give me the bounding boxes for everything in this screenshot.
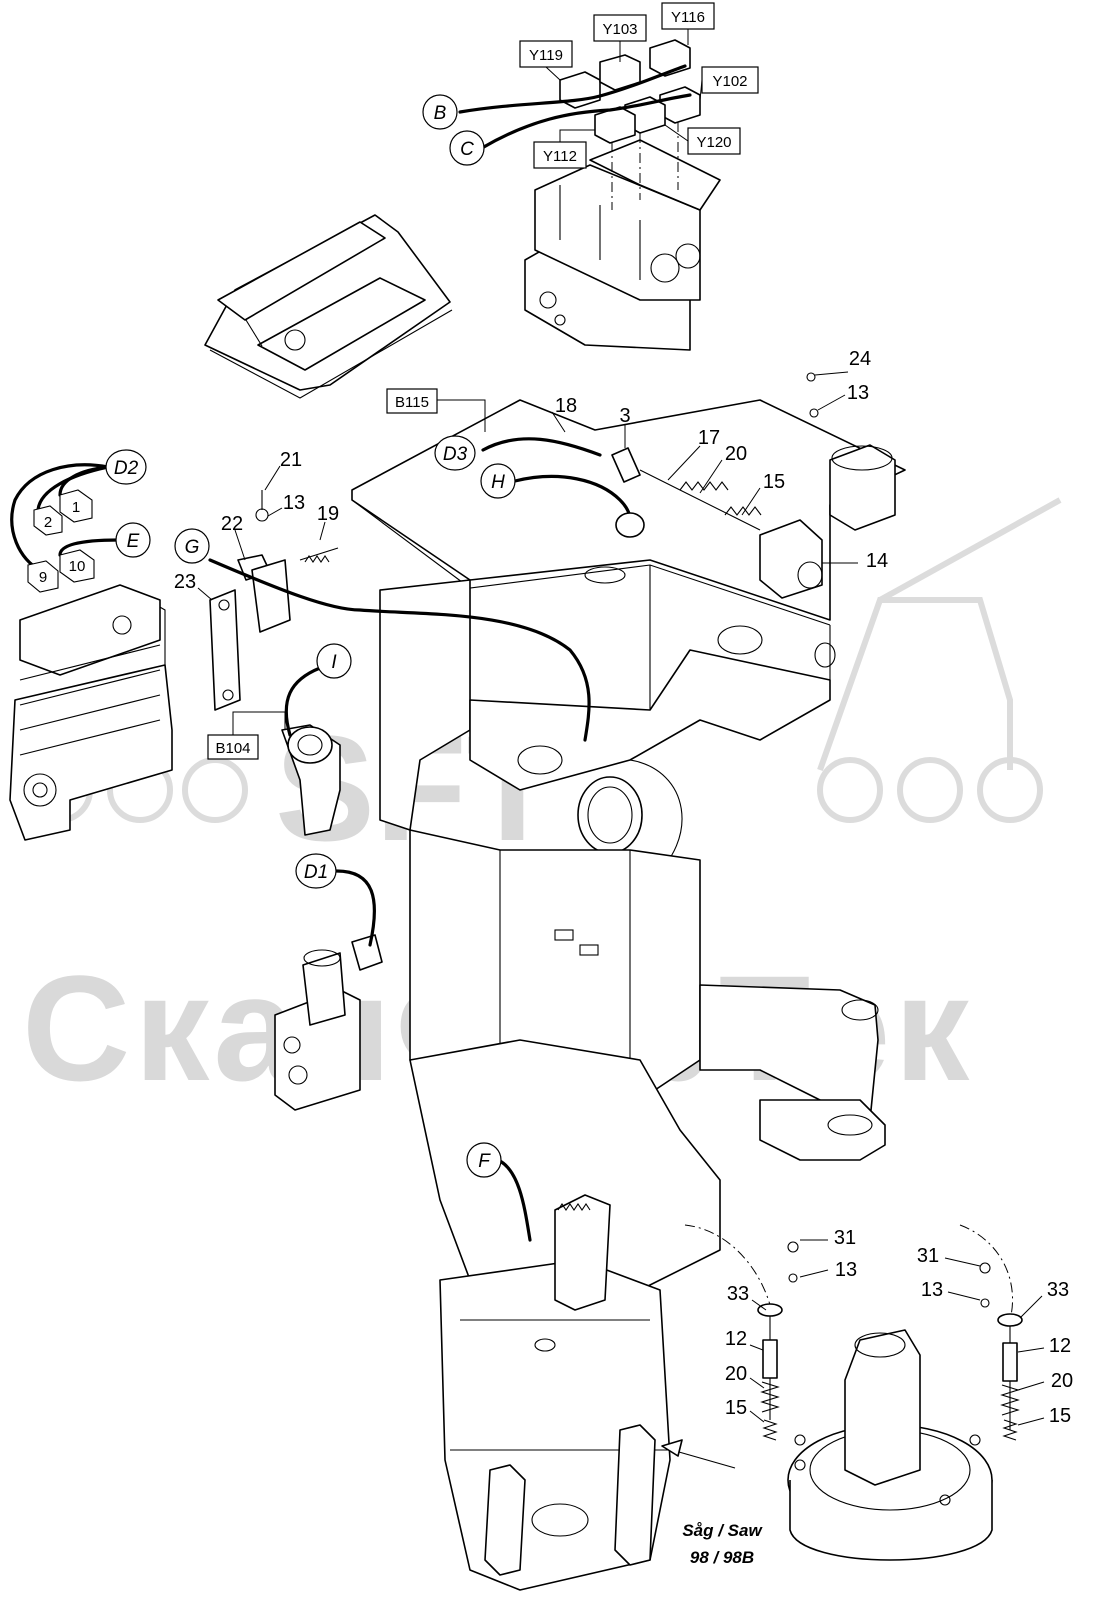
conn-h: H xyxy=(480,463,516,499)
svg-text:10: 10 xyxy=(69,558,86,575)
label-15: 15 xyxy=(763,471,785,493)
plug-tag-10: 10 xyxy=(59,549,95,583)
box-b115: B115 xyxy=(386,388,486,432)
box-y119: Y119 xyxy=(519,40,573,81)
label-13: 13 xyxy=(847,382,869,404)
label-20: 20 xyxy=(1051,1370,1073,1392)
svg-text:Y112: Y112 xyxy=(543,148,577,165)
label-20: 20 xyxy=(725,443,747,465)
control-unit xyxy=(204,214,453,399)
cable-i xyxy=(284,666,322,737)
box-y102: Y102 xyxy=(699,66,759,101)
conn-i: I xyxy=(316,643,352,679)
svg-text:C: C xyxy=(460,139,474,160)
label-18: 18 xyxy=(555,395,577,417)
cable-d2 xyxy=(10,463,110,572)
coil-y102 xyxy=(659,86,701,124)
left-valve-bank xyxy=(9,584,173,841)
label-14: 14 xyxy=(866,550,888,572)
svg-text:B115: B115 xyxy=(395,394,429,411)
label-12: 12 xyxy=(1049,1335,1071,1357)
cable-f xyxy=(496,1158,532,1242)
label-24: 24 xyxy=(849,348,871,370)
d1-valve xyxy=(274,934,383,1111)
svg-text:Y120: Y120 xyxy=(696,134,731,151)
plug-tag-1: 1 xyxy=(59,489,93,523)
part-labels: 24 13 18 3 17 20 15 14 21 13 19 22 23 31… xyxy=(174,348,1073,1427)
cable-e xyxy=(58,538,120,557)
svg-text:2: 2 xyxy=(44,514,52,531)
cable-d2-c xyxy=(36,465,110,512)
svg-text:B104: B104 xyxy=(215,740,250,757)
svg-text:I: I xyxy=(331,652,337,673)
label-22: 22 xyxy=(221,513,243,535)
cable-d3 xyxy=(481,437,602,457)
label-13: 13 xyxy=(921,1279,943,1301)
svg-text:9: 9 xyxy=(39,569,47,586)
svg-text:1: 1 xyxy=(72,499,80,516)
svg-text:Y103: Y103 xyxy=(602,21,637,38)
label-15: 15 xyxy=(725,1397,747,1419)
label-33: 33 xyxy=(727,1283,749,1305)
bracket-assembly xyxy=(209,490,341,836)
box-b104: B104 xyxy=(207,711,286,760)
svg-text:G: G xyxy=(185,537,200,558)
svg-text:Y119: Y119 xyxy=(529,47,563,64)
plug-tag-2: 2 xyxy=(33,505,63,536)
label-19: 19 xyxy=(317,503,339,525)
svg-text:D2: D2 xyxy=(114,458,139,479)
conn-d2: D2 xyxy=(105,449,147,485)
conn-e: E xyxy=(115,522,151,558)
label-13: 13 xyxy=(283,492,305,514)
cable-b xyxy=(458,64,687,114)
conn-g: G xyxy=(174,528,210,564)
svg-text:B: B xyxy=(434,103,447,124)
saw-bearing xyxy=(787,1329,993,1561)
label-20: 20 xyxy=(725,1363,747,1385)
svg-text:H: H xyxy=(491,472,505,493)
label-17: 17 xyxy=(698,427,720,449)
view-arrow xyxy=(661,1439,736,1469)
cable-c xyxy=(480,93,692,150)
box-y103: Y103 xyxy=(593,14,647,62)
label-31: 31 xyxy=(834,1227,856,1249)
label-3: 3 xyxy=(619,405,630,427)
conn-d3: D3 xyxy=(434,435,476,471)
svg-text:D1: D1 xyxy=(304,862,328,883)
conn-f: F xyxy=(466,1142,502,1178)
box-y120: Y120 xyxy=(664,124,741,155)
svg-text:Y116: Y116 xyxy=(671,9,705,26)
label-31: 31 xyxy=(917,1245,939,1267)
label-33: 33 xyxy=(1047,1279,1069,1301)
valve-block xyxy=(524,139,721,351)
caption: Såg / Saw 98 / 98B xyxy=(682,1521,763,1567)
label-12: 12 xyxy=(725,1328,747,1350)
conn-c: C xyxy=(449,130,485,166)
label-13: 13 xyxy=(835,1259,857,1281)
conn-b: B xyxy=(422,94,458,130)
sensor-h xyxy=(615,512,645,538)
label-21: 21 xyxy=(280,449,302,471)
box-y116: Y116 xyxy=(661,2,715,45)
caption-line-1: Såg / Saw xyxy=(682,1521,763,1540)
box-y112: Y112 xyxy=(533,129,595,169)
plug-tag-9: 9 xyxy=(27,560,59,593)
cable-g xyxy=(208,558,591,742)
coil-y112 xyxy=(594,106,636,144)
saw-fittings xyxy=(684,1224,1023,1441)
main-frame xyxy=(351,399,906,1591)
caption-line-2: 98 / 98B xyxy=(690,1548,754,1567)
label-15: 15 xyxy=(1049,1405,1071,1427)
conn-d1: D1 xyxy=(295,853,337,889)
svg-text:D3: D3 xyxy=(443,444,468,465)
svg-text:F: F xyxy=(478,1151,491,1172)
svg-text:Y102: Y102 xyxy=(712,73,747,90)
label-23: 23 xyxy=(174,571,196,593)
cable-d1 xyxy=(333,869,377,947)
svg-text:E: E xyxy=(127,531,140,552)
